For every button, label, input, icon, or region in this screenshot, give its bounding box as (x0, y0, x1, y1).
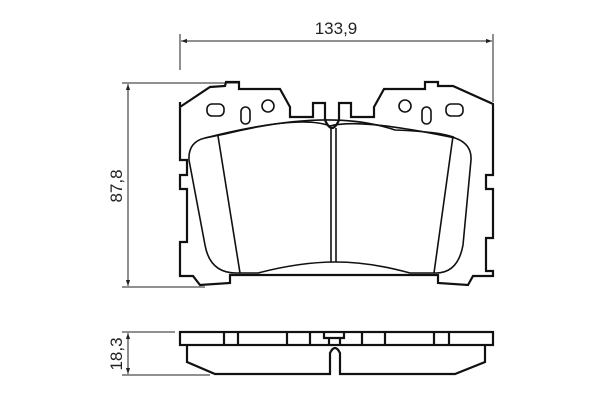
thickness-label: 18,3 (107, 337, 126, 370)
thickness-dimension: 18,3 (107, 331, 210, 376)
mounting-hole (240, 106, 251, 125)
side-view (178, 330, 495, 376)
height-dimension: 87,8 (107, 82, 240, 288)
mounting-hole (206, 103, 225, 117)
mounting-hole (421, 106, 432, 125)
width-label: 133,9 (315, 19, 358, 38)
height-label: 87,8 (107, 169, 126, 202)
mounting-hole (398, 99, 412, 113)
mounting-hole (261, 99, 275, 113)
front-view (178, 80, 495, 287)
width-dimension: 133,9 (179, 19, 494, 102)
mounting-hole (445, 103, 464, 117)
